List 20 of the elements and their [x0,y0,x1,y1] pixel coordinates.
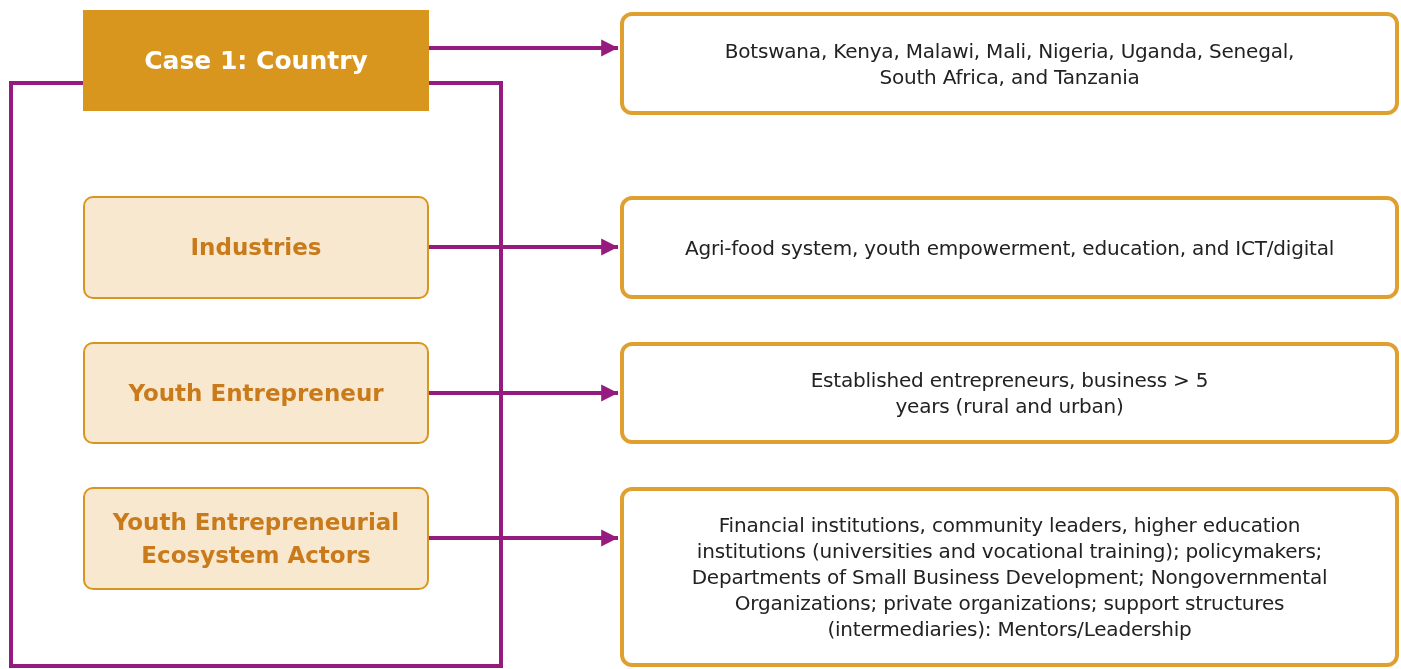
description-text: Established entrepreneurs, business > 5 years (rural and urban) [809,367,1210,419]
category-label: Industries [190,233,322,263]
arrow [429,529,618,547]
description-text: Botswana, Kenya, Malawi, Mali, Nigeria, Uganda, Senegal, South Africa, and Tanzania [723,37,1296,90]
arrow [429,384,618,402]
category-box [83,196,429,299]
arrow [429,238,618,256]
category-box [83,487,429,590]
description-text: Agri-food system, youth empowerment, education, and ICT/digital [684,234,1335,261]
description-box [620,487,1399,667]
description-text: Financial institutions, community leaders, higher education institutions (universities and vocational training); policymakers; Departments of Small Business Development; Nongovernmental Organizations; private organizations; support structures (intermediaries): Mentors/Leadership [690,512,1329,642]
category-box [83,342,429,444]
arrow [429,39,618,57]
category-label: Case 1: Country [144,46,368,75]
category-label: Youth Entrepreneur [128,378,384,408]
description-box [620,342,1399,444]
category-label: Youth Entrepreneurial Ecosystem Actors [111,508,401,570]
description-box [620,12,1399,115]
description-box [620,196,1399,299]
header-box [83,10,429,111]
